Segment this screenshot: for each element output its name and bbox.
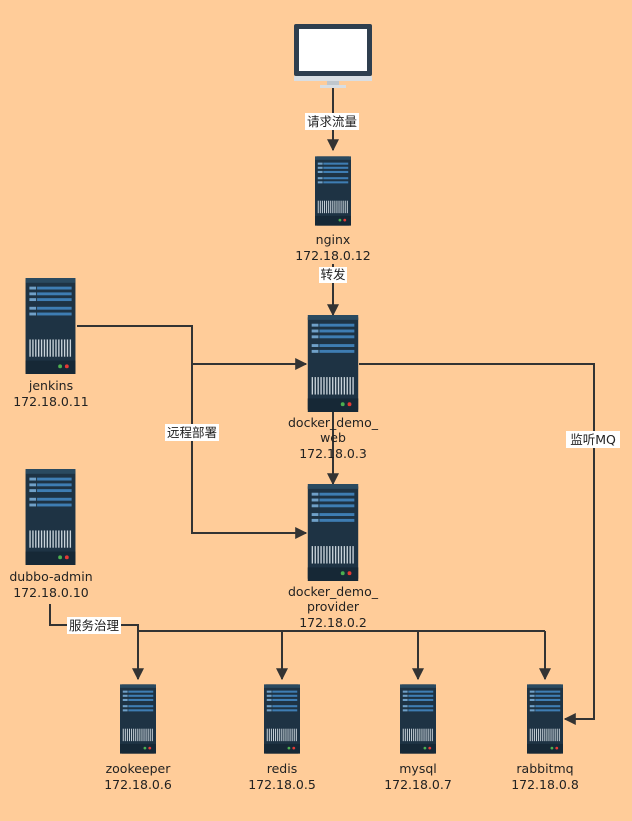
node-zookeeper: zookeeper 172.18.0.6 (104, 684, 172, 792)
edge-web-to-rabbitmq (359, 363, 595, 725)
edge-label-forward: 转发 (320, 267, 346, 282)
server-icon (307, 484, 359, 581)
node-ip: 172.18.0.10 (13, 585, 89, 600)
node-ip: 172.18.0.2 (299, 615, 367, 630)
edges (49, 88, 595, 725)
node-redis: redis 172.18.0.5 (248, 684, 316, 792)
server-icon (25, 278, 76, 374)
node-web: docker_demo_ web 172.18.0.3 (288, 315, 379, 461)
edge-label-deploy: 远程部署 (167, 425, 217, 440)
node-name-line2: provider (307, 599, 360, 614)
node-name: zookeeper (106, 761, 172, 776)
edge-labels: 请求流量 转发 远程部署 监听MQ 服务治理 (67, 113, 620, 634)
edge-label-govern: 服务治理 (69, 618, 120, 633)
edge-dubbo-to-zookeeper (49, 604, 144, 681)
edge-label-request: 请求流量 (307, 114, 357, 129)
server-icon (120, 684, 156, 754)
node-mysql: mysql 172.18.0.7 (384, 684, 452, 792)
node-name: mysql (399, 761, 437, 776)
edge-label-listen: 监听MQ (570, 432, 616, 447)
edge-jenkins-to-provider (191, 364, 308, 539)
node-nginx: nginx 172.18.0.12 (295, 156, 371, 263)
edge-jenkins-to-web (77, 325, 308, 370)
node-name: nginx (316, 232, 351, 247)
node-dubbo-admin: dubbo-admin 172.18.0.10 (9, 469, 93, 600)
server-icon (315, 156, 351, 226)
node-rabbitmq: rabbitmq 172.18.0.8 (511, 684, 579, 792)
node-name: jenkins (28, 378, 73, 393)
server-icon (400, 684, 436, 754)
node-provider: docker_demo_ provider 172.18.0.2 (288, 484, 379, 630)
node-ip: 172.18.0.5 (248, 777, 316, 792)
server-icon (527, 684, 563, 754)
node-jenkins: jenkins 172.18.0.11 (13, 278, 89, 409)
node-name-line2: web (320, 430, 346, 445)
node-ip: 172.18.0.6 (104, 777, 172, 792)
node-name: dubbo-admin (9, 569, 92, 584)
server-icon (307, 315, 359, 412)
node-name: redis (267, 761, 297, 776)
node-ip: 172.18.0.3 (299, 446, 367, 461)
node-ip: 172.18.0.12 (295, 248, 371, 263)
monitor-icon (294, 24, 372, 88)
node-name-line1: docker_demo_ (288, 415, 379, 430)
server-icon (25, 469, 76, 565)
node-ip: 172.18.0.8 (511, 777, 579, 792)
node-name: rabbitmq (516, 761, 573, 776)
node-ip: 172.18.0.11 (13, 394, 89, 409)
node-ip: 172.18.0.7 (384, 777, 452, 792)
server-icon (264, 684, 300, 754)
node-name-line1: docker_demo_ (288, 584, 379, 599)
